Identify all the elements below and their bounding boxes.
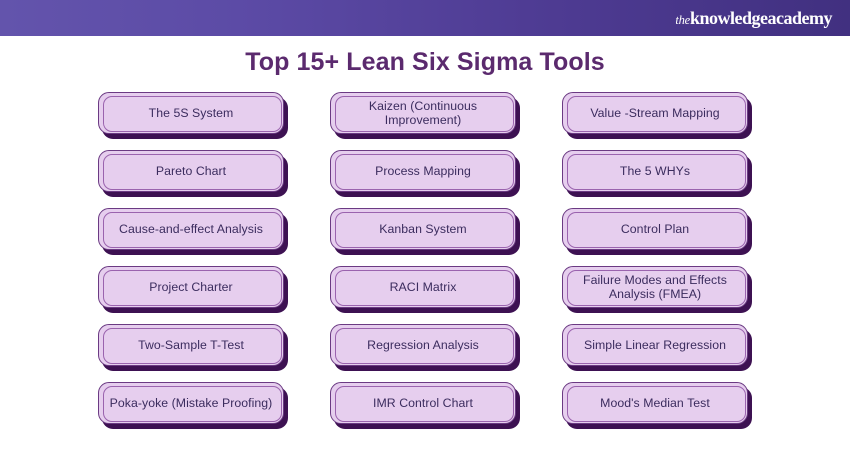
tool-card-label: Kanban System [379, 222, 467, 236]
tool-card-value-stream-mapping[interactable]: Value -Stream Mapping [562, 92, 748, 134]
tool-card-regression-analysis[interactable]: Regression Analysis [330, 324, 516, 366]
tool-card-label: Pareto Chart [155, 164, 227, 178]
tool-card-label: Poka-yoke (Mistake Proofing) [109, 396, 273, 410]
tool-card-label: The 5S System [148, 106, 234, 120]
page-title: Top 15+ Lean Six Sigma Tools [245, 48, 605, 76]
tool-card-poka-yoke-mistake-proofing[interactable]: Poka-yoke (Mistake Proofing) [98, 382, 284, 424]
tool-card-imr-control-chart[interactable]: IMR Control Chart [330, 382, 516, 424]
tool-card-label: IMR Control Chart [373, 396, 473, 410]
tool-card-the-5s-system[interactable]: The 5S System [98, 92, 284, 134]
tool-card-control-plan[interactable]: Control Plan [562, 208, 748, 250]
tool-card-the-5-whys[interactable]: The 5 WHYs [562, 150, 748, 192]
tool-card-label: Process Mapping [375, 164, 471, 178]
tool-card-label: Cause-and-effect Analysis [119, 222, 263, 236]
tool-card-simple-linear-regression[interactable]: Simple Linear Regression [562, 324, 748, 366]
tool-card-label: Project Charter [149, 280, 233, 294]
tool-card-label: Kaizen (Continuous Improvement) [368, 99, 478, 127]
tool-card-label: Control Plan [620, 222, 690, 236]
tool-card-process-mapping[interactable]: Process Mapping [330, 150, 516, 192]
brand-logo-prefix: the [675, 13, 690, 27]
brand-logo-main: knowledgeacademy [690, 8, 833, 28]
tool-card-label: The 5 WHYs [619, 164, 691, 178]
tool-card-label: Two-Sample T-Test [138, 338, 244, 352]
tools-grid: The 5S System Kaizen (Continuous Improve… [98, 92, 752, 424]
tool-card-pareto-chart[interactable]: Pareto Chart [98, 150, 284, 192]
tool-card-label: Failure Modes and Effects Analysis (FMEA… [583, 273, 727, 301]
tool-card-label: Regression Analysis [367, 338, 479, 352]
tool-card-moods-median-test[interactable]: Mood's Median Test [562, 382, 748, 424]
tool-card-two-sample-t-test[interactable]: Two-Sample T-Test [98, 324, 284, 366]
tool-card-kanban-system[interactable]: Kanban System [330, 208, 516, 250]
tool-card-label: Simple Linear Regression [583, 338, 726, 352]
tool-card-raci-matrix[interactable]: RACI Matrix [330, 266, 516, 308]
tool-card-project-charter[interactable]: Project Charter [98, 266, 284, 308]
tool-card-label: RACI Matrix [389, 280, 457, 294]
tool-card-kaizen-continuous-improvement[interactable]: Kaizen (Continuous Improvement) [330, 92, 516, 134]
tool-card-label: Value -Stream Mapping [590, 106, 720, 120]
tool-card-label: Mood's Median Test [600, 396, 710, 410]
tool-card-cause-and-effect-analysis[interactable]: Cause-and-effect Analysis [98, 208, 284, 250]
tool-card-fmea[interactable]: Failure Modes and Effects Analysis (FMEA… [562, 266, 748, 308]
